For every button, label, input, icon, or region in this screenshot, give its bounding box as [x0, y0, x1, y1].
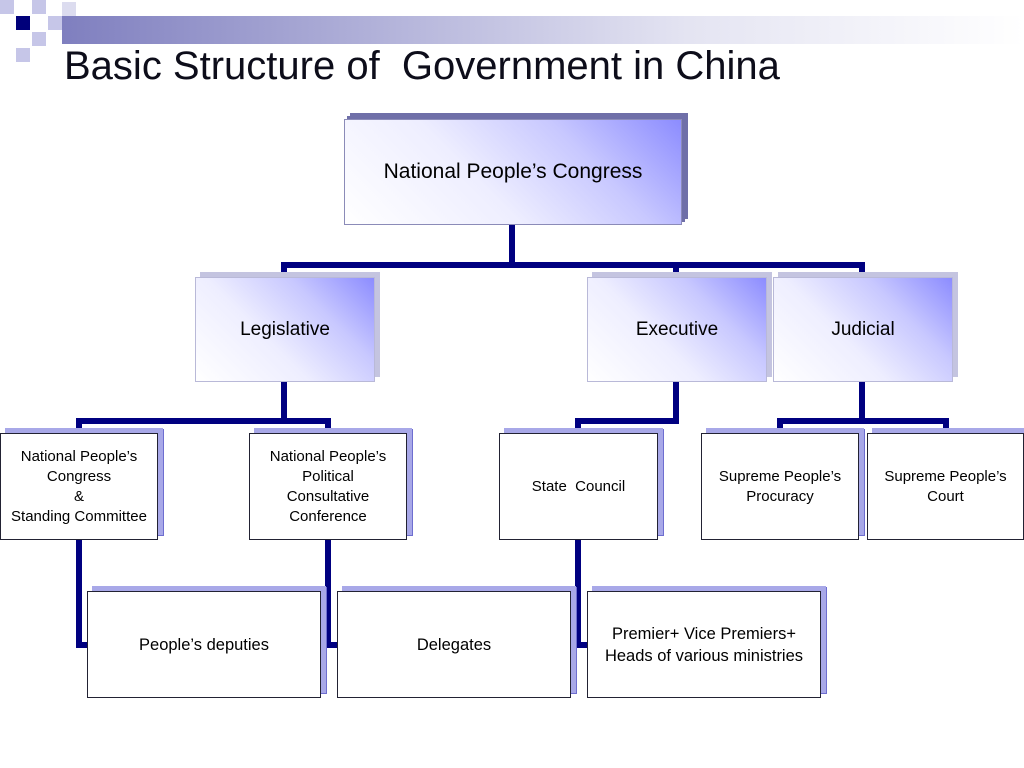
node-label-line: Standing Committee	[11, 507, 147, 525]
node-label-line: &	[73, 487, 84, 505]
node-premier-ministries: Premier+ Vice Premiers+ Heads of various…	[587, 591, 821, 698]
node-judicial: Judicial	[773, 277, 953, 382]
decorative-square	[32, 32, 46, 46]
decorative-square	[16, 48, 30, 62]
node-label-line: Procuracy	[746, 487, 814, 505]
node-label: State Council	[531, 477, 626, 495]
node-label-line: Congress	[46, 467, 112, 485]
node-label-line: Heads of various ministries	[604, 646, 804, 665]
decorative-square	[0, 0, 14, 14]
connector-root-to-branches	[281, 223, 865, 282]
decorative-square	[32, 0, 46, 14]
connector-executive-state-council	[575, 379, 679, 437]
node-label-line: Premier+ Vice Premiers+	[611, 624, 796, 643]
node-national-peoples-congress: National People’s Congress	[344, 119, 682, 225]
node-npc-standing-committee: National People’s Congress & Standing Co…	[0, 433, 158, 540]
node-label-line: Court	[927, 487, 964, 505]
node-peoples-deputies: People’s deputies	[87, 591, 321, 698]
node-label-line: Supreme People’s	[884, 467, 1007, 485]
connector-state-council-to-premier	[575, 537, 592, 648]
node-label-line: Consultative	[286, 487, 370, 505]
node-nppcc: National People’s Political Consultative…	[249, 433, 407, 540]
decorative-square	[16, 16, 30, 30]
node-legislative: Legislative	[195, 277, 375, 382]
node-label: Delegates	[416, 635, 492, 654]
node-label: Executive	[635, 318, 719, 340]
decorative-square	[48, 16, 62, 30]
connector-judicial-children	[777, 379, 949, 437]
node-label-line: National People’s	[269, 447, 387, 465]
node-label-line: Political	[302, 467, 354, 485]
node-delegates: Delegates	[337, 591, 571, 698]
decorative-square	[62, 2, 76, 16]
node-label-line: Conference	[289, 507, 367, 525]
node-label: National People’s Congress	[383, 160, 643, 183]
title-gradient-bar	[62, 16, 1024, 44]
node-supreme-court: Supreme People’s Court	[867, 433, 1024, 540]
node-executive: Executive	[587, 277, 767, 382]
node-label-line: National People’s	[20, 447, 138, 465]
node-label: Legislative	[240, 318, 330, 340]
connector-nppcc-to-delegates	[325, 537, 342, 648]
node-supreme-procuracy: Supreme People’s Procuracy	[701, 433, 859, 540]
node-label-line: Supreme People’s	[718, 467, 842, 485]
connector-npc-to-deputies	[76, 537, 92, 648]
node-state-council: State Council	[499, 433, 658, 540]
node-label: People’s deputies	[139, 635, 269, 654]
node-label: Judicial	[831, 318, 895, 340]
connector-legislative-children	[76, 379, 331, 437]
page-title: Basic Structure of Government in China	[64, 44, 780, 88]
